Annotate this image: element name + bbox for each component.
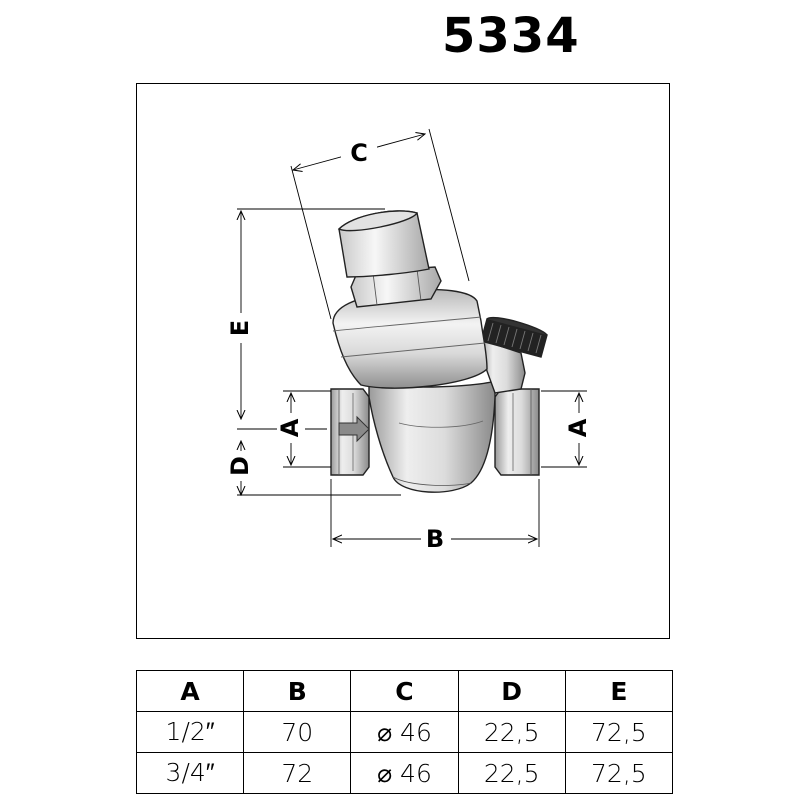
valve-body <box>330 210 548 493</box>
dim-label-d: D <box>226 456 254 476</box>
side-cap <box>480 316 548 358</box>
dim-label-a-left: A <box>276 418 304 437</box>
dim-label-b: B <box>426 525 444 553</box>
table-header-cell: B <box>243 670 352 712</box>
table-cell: 22,5 <box>457 752 566 794</box>
table-cell: 72,5 <box>564 752 674 794</box>
table-cell: 72 <box>243 752 352 794</box>
table-header-cell: A <box>135 670 245 712</box>
table-cell: 3/4″ <box>135 752 245 794</box>
top-cap <box>337 210 430 278</box>
dim-label-c: C <box>350 139 368 167</box>
model-number-title: 5334 <box>442 8 580 64</box>
dim-label-a-right: A <box>564 418 592 437</box>
table-header-row: A B C D E <box>135 670 674 712</box>
dim-label-e: E <box>226 320 254 336</box>
table-row: 3/4″ 72 ⌀ 46 22,5 72,5 <box>135 752 674 794</box>
dimension-labels: C E D A A B <box>226 137 593 553</box>
arrow-right-icon <box>338 415 370 443</box>
table-row: 1/2″ 70 ⌀ 46 22,5 72,5 <box>135 711 674 753</box>
table-cell: 72,5 <box>564 711 674 753</box>
table-header-cell: D <box>457 670 566 712</box>
table-cell: 1/2″ <box>135 711 245 753</box>
table-cell: 22,5 <box>457 711 566 753</box>
valve-drawing: C E D A A B <box>226 128 593 553</box>
table-header-cell: C <box>350 670 459 712</box>
table-header-cell: E <box>564 670 674 712</box>
table-cell: 70 <box>243 711 352 753</box>
table-cell: ⌀ 46 <box>350 752 459 794</box>
table-cell: ⌀ 46 <box>350 711 459 753</box>
dimensions-table: A B C D E 1/2″ 70 ⌀ 46 22,5 72,5 3/4″ 72… <box>135 670 674 794</box>
technical-drawing-frame: C E D A A B <box>136 83 670 639</box>
